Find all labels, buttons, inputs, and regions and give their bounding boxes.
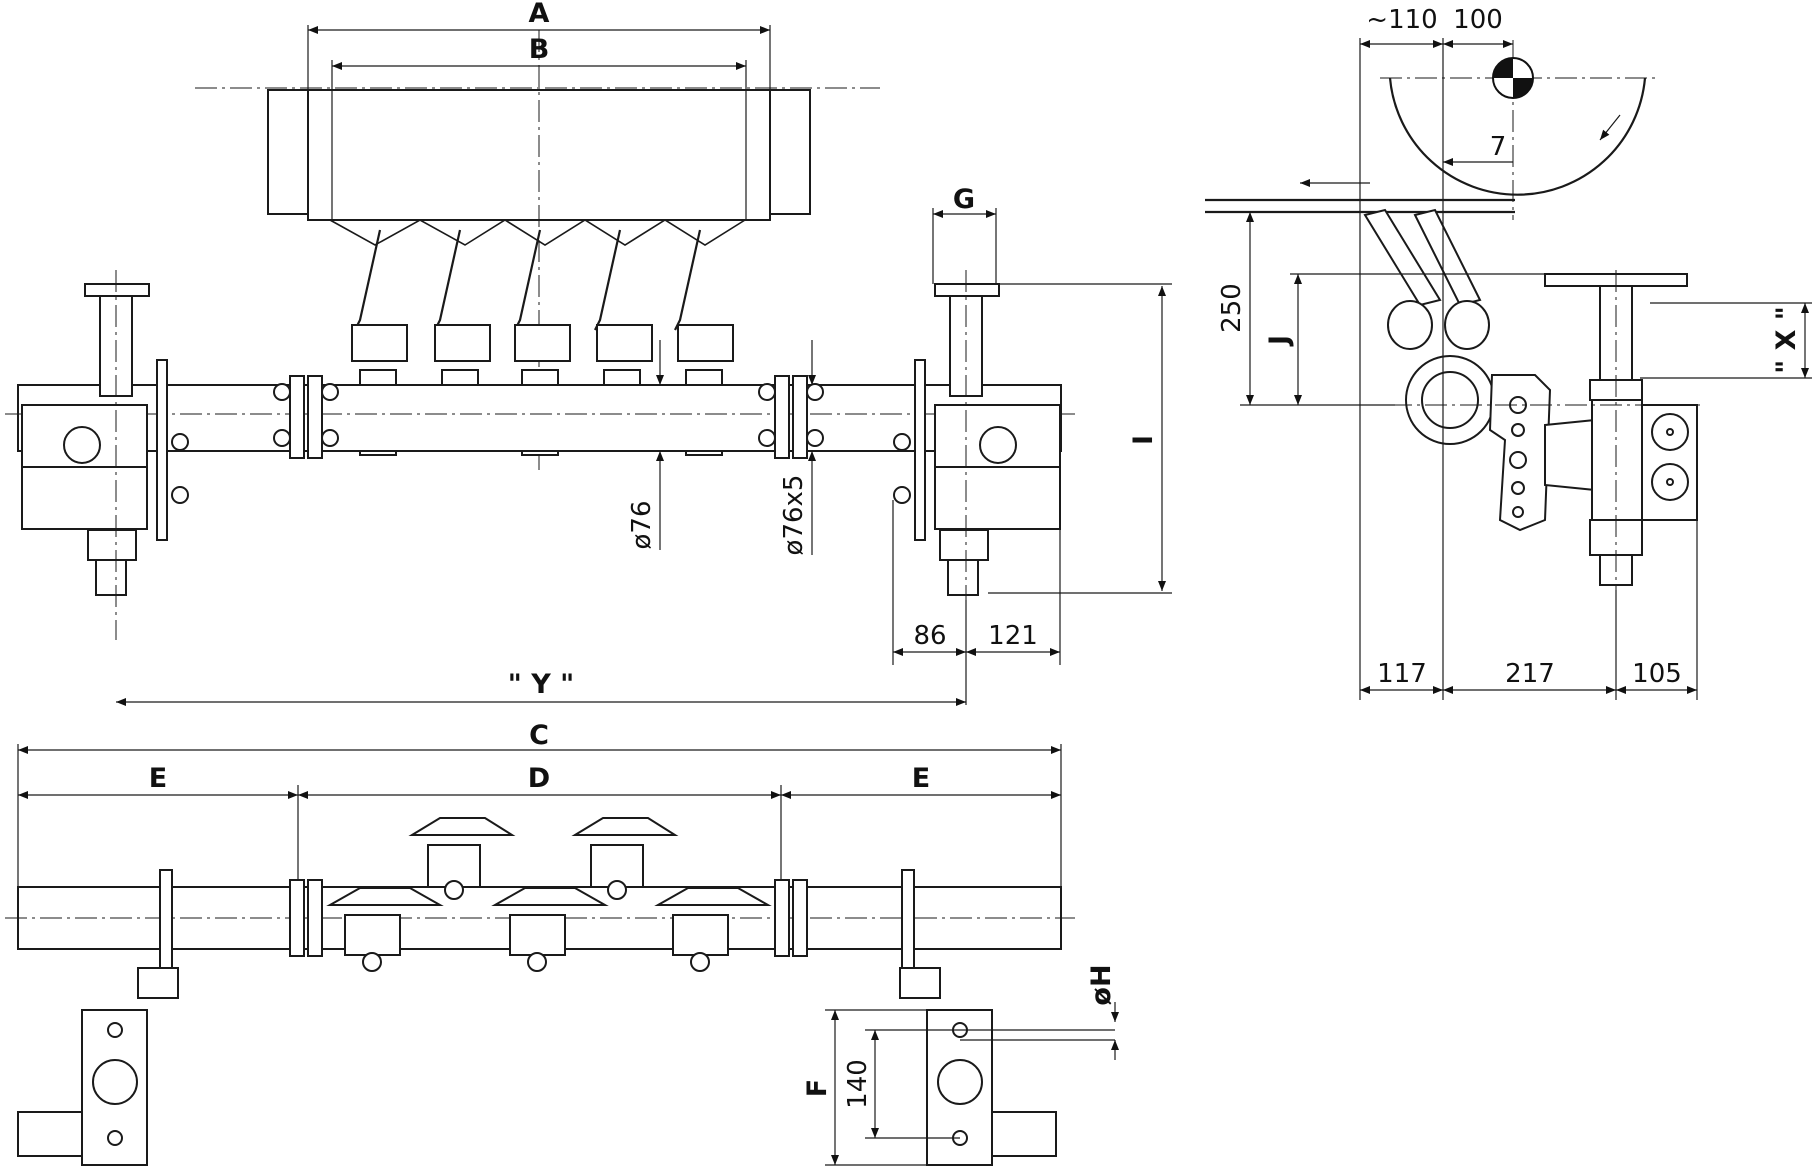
dim-b-label: B: [529, 34, 550, 65]
left-tensioner: [21, 270, 189, 640]
dim-e-left-label: E: [149, 763, 167, 794]
dim-140-label: 140: [843, 1059, 873, 1109]
front-view: [5, 25, 1172, 706]
dim-217-label: 217: [1505, 659, 1555, 689]
rotation-arrow: [1599, 114, 1621, 141]
dim-f-label: F: [802, 1079, 833, 1097]
dim-d76x5-label: ø76x5: [779, 475, 809, 556]
dim-105-label: 105: [1632, 659, 1682, 689]
dim-121-label: 121: [988, 621, 1038, 651]
dim-c-label: C: [529, 720, 549, 751]
scraper-heads: [326, 817, 772, 972]
dim-i-label: I: [1128, 435, 1159, 445]
dim-y-label: " Y ": [508, 669, 575, 700]
dim-x-label: " X ": [1771, 306, 1802, 374]
dim-110-label: ~110: [1366, 5, 1437, 35]
main-tube: [17, 384, 1062, 452]
dim-d-label: D: [528, 763, 550, 794]
plan-view: [5, 744, 1119, 1166]
dim-j-label: J: [1264, 335, 1295, 347]
dim-117-label: 117: [1377, 659, 1427, 689]
dim-g-label: G: [953, 184, 975, 215]
dim-86-label: 86: [913, 621, 946, 651]
dim-a-label: A: [529, 0, 550, 29]
dim-7-label: 7: [1490, 132, 1507, 162]
center-of-gravity-icon: [1492, 57, 1534, 99]
dim-d76-label: ø76: [627, 501, 657, 550]
dim-250-label: 250: [1217, 283, 1247, 333]
drum-outline: [1388, 77, 1647, 196]
dim-100-label: 100: [1453, 5, 1503, 35]
dim-e-right-label: E: [912, 763, 930, 794]
side-view: [1205, 38, 1812, 700]
right-tensioner: [893, 270, 1061, 640]
dim-h-label: øH: [1086, 964, 1117, 1005]
